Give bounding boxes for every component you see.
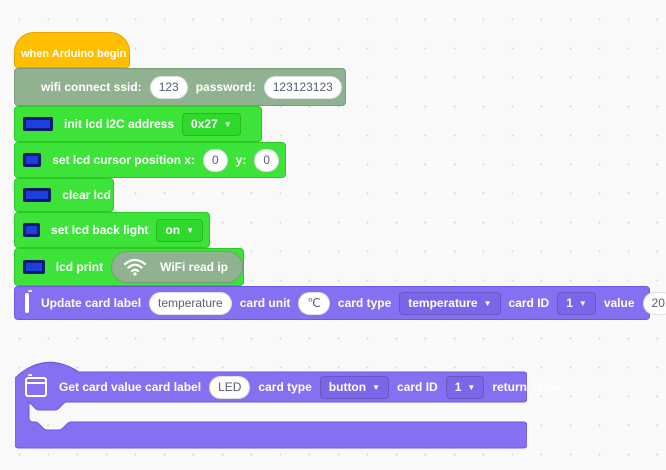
lcd-icon [23,188,52,202]
password-label: password: [195,80,256,94]
lcd-icon [23,117,53,131]
chevron-down-icon: ▼ [467,382,476,392]
get-card-value-block[interactable]: Get card value card label LED card type … [15,354,561,450]
backlight-dropdown[interactable]: on ▼ [156,218,203,242]
card-type-dropdown[interactable]: temperature ▼ [399,291,501,315]
clear-lcd-label: clear lcd [62,188,111,202]
card-label-input[interactable]: temperature [149,291,232,315]
cursor-x-input[interactable]: 0 [202,148,228,172]
get-card-id-label: card ID [397,380,438,394]
cursor-y-label: y: [235,153,247,167]
hat-label: when Arduino begin [21,48,127,60]
card-type-value: temperature [408,295,478,310]
card-id-label: card ID [508,296,550,310]
get-card-type-dropdown[interactable]: button ▼ [319,375,390,399]
when-arduino-begin-block[interactable]: when Arduino begin [14,32,130,68]
init-lcd-block[interactable]: init lcd I2C address 0x27 ▼ [14,106,262,142]
lcd-print-label: lcd print [55,260,104,274]
wifi-read-ip-label: WiFi read ip [160,260,228,274]
card-value-input[interactable]: 20 [642,291,666,315]
chevron-down-icon: ▼ [186,225,194,235]
card-id-value: 1 [566,295,573,310]
i2c-address-dropdown[interactable]: 0x27 ▼ [182,112,241,136]
update-card-label: Update card label [41,296,142,310]
clear-lcd-block[interactable]: clear lcd [14,178,114,212]
password-input[interactable]: 123123123 [263,75,342,99]
get-card-id-dropdown[interactable]: 1 ▼ [445,375,485,399]
get-card-label-input[interactable]: LED [209,375,251,399]
wifi-connect-block[interactable]: wifi connect ssid: 123 password: 1231231… [14,68,346,106]
ssid-input[interactable]: 123 [149,75,188,99]
card-id-dropdown[interactable]: 1 ▼ [557,291,596,315]
set-lcd-backlight-block[interactable]: set lcd back light on ▼ [14,212,210,248]
backlight-value: on [165,222,181,237]
chevron-down-icon: ▼ [578,298,587,308]
lcd-icon [23,153,42,167]
get-card-id-value: 1 [454,379,462,394]
i2c-address-value: 0x27 [191,116,218,131]
get-card-type-value: button [328,379,367,394]
cursor-y-input[interactable]: 0 [254,148,279,172]
card-unit-input[interactable]: ℃ [298,291,330,315]
chevron-down-icon: ▼ [372,382,381,392]
card-type-label: card type [337,296,392,310]
update-card-block[interactable]: Update card label temperature card unit … [14,286,666,320]
lcd-icon [23,260,45,274]
init-lcd-label: init lcd I2C address [64,117,175,131]
chevron-down-icon: ▼ [223,119,232,129]
wifi-icon [124,258,147,276]
return-value-label: return value [492,380,562,394]
backlight-label: set lcd back light [51,223,149,237]
card-unit-label: card unit [239,296,291,310]
get-card-type-label: card type [258,380,312,394]
get-card-label: Get card value card label [59,380,202,394]
chevron-down-icon: ▼ [483,298,492,308]
get-card-header: Get card value card label LED card type … [25,372,563,402]
window-icon [25,289,31,313]
set-lcd-cursor-block[interactable]: set lcd cursor position x: 0 y: 0 [14,142,286,178]
wifi-read-ip-reporter[interactable]: WiFi read ip [111,251,243,283]
get-card-block-shape [15,361,527,449]
lcd-print-block[interactable]: lcd print WiFi read ip [14,248,244,286]
wifi-connect-label: wifi connect ssid: [41,80,142,94]
cursor-label: set lcd cursor position x: [52,153,195,167]
window-icon [25,373,47,397]
lcd-icon [23,223,41,237]
card-value-label: value [603,296,635,310]
